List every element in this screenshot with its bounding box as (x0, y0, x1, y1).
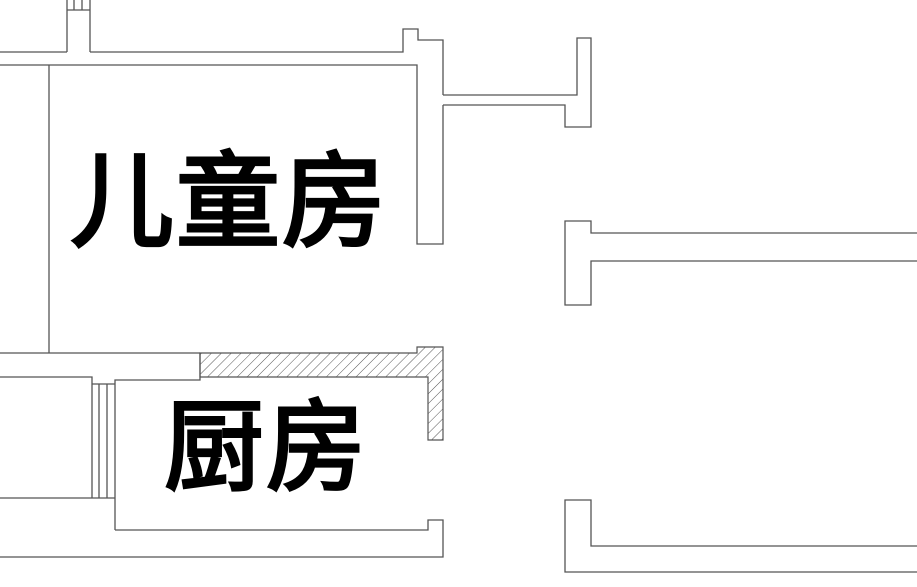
kitchen-top-wall (0, 352, 201, 384)
kitchen-window (91, 383, 116, 530)
kitchen-bottom-wall (0, 497, 444, 558)
top-window (66, 0, 91, 52)
bottom-right-wall (564, 499, 917, 573)
right-t-wall (564, 220, 917, 306)
children-room-outer-wall (0, 28, 444, 245)
room-label-kitchen: 厨房 (164, 389, 368, 506)
corridor-wall (443, 37, 592, 128)
kitchen-hatched-wall (199, 346, 444, 441)
room-label-children: 儿童房 (70, 141, 389, 263)
